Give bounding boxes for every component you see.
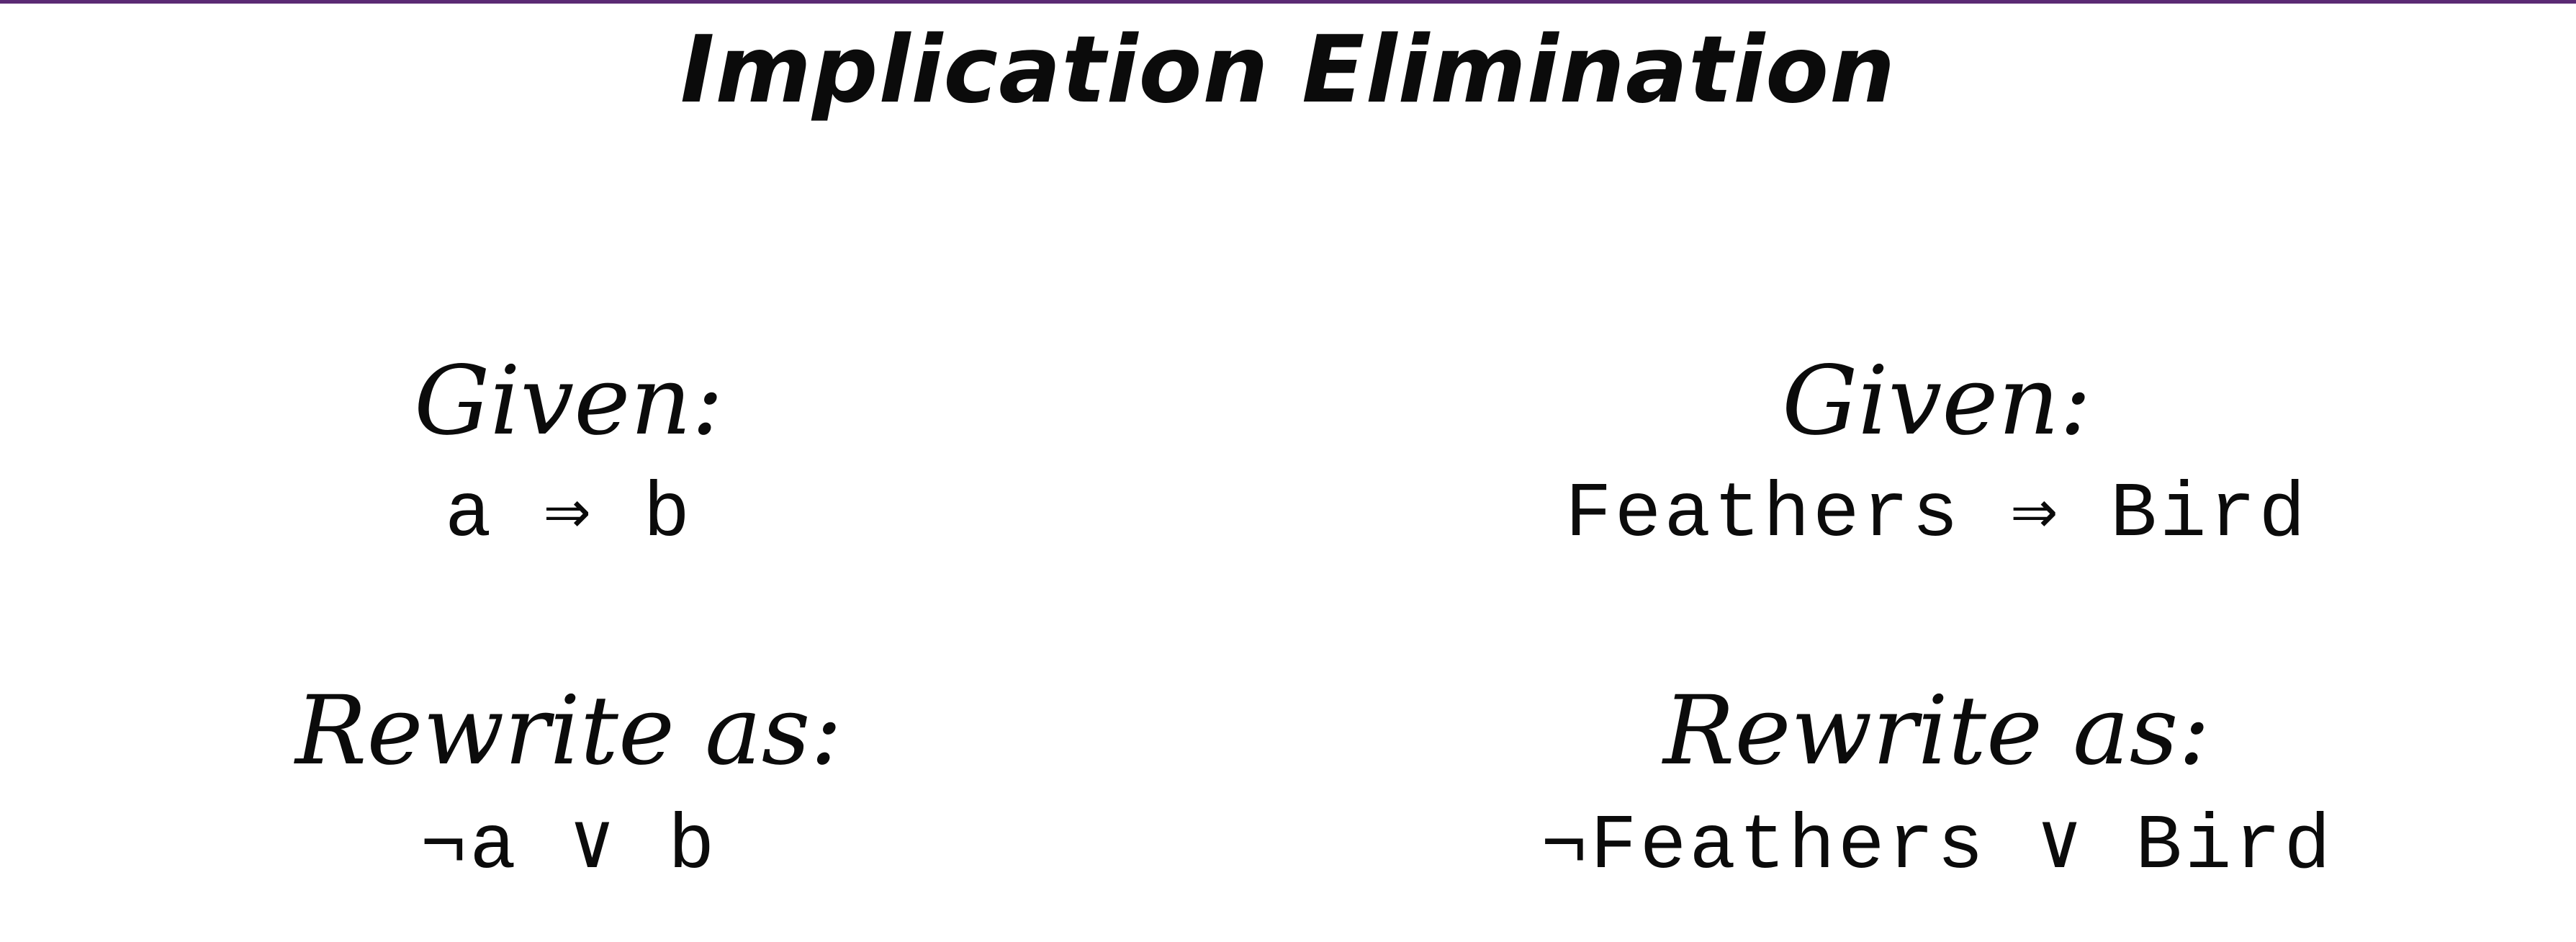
right-example-panel: Given: Feathers ⇒ Bird Rewrite as: ¬Feat… [1288,0,2576,942]
given-label: Given: [414,346,724,457]
slide-title: Implication Elimination [680,17,1896,124]
rewrite-label: Rewrite as: [295,676,842,786]
given-formula: a ⇒ b [444,471,693,559]
rewrite-formula: ¬Feathers ∨ Bird [1541,803,2334,891]
left-example-panel: Given: a ⇒ b Rewrite as: ¬a ∨ b [295,346,842,891]
rewrite-label: Rewrite as: [1663,676,2210,786]
given-formula: Feathers ⇒ Bird [1564,471,2309,559]
given-label: Given: [1782,346,2091,457]
rewrite-formula: ¬a ∨ b [420,803,718,891]
top-accent-rule [0,0,2576,4]
